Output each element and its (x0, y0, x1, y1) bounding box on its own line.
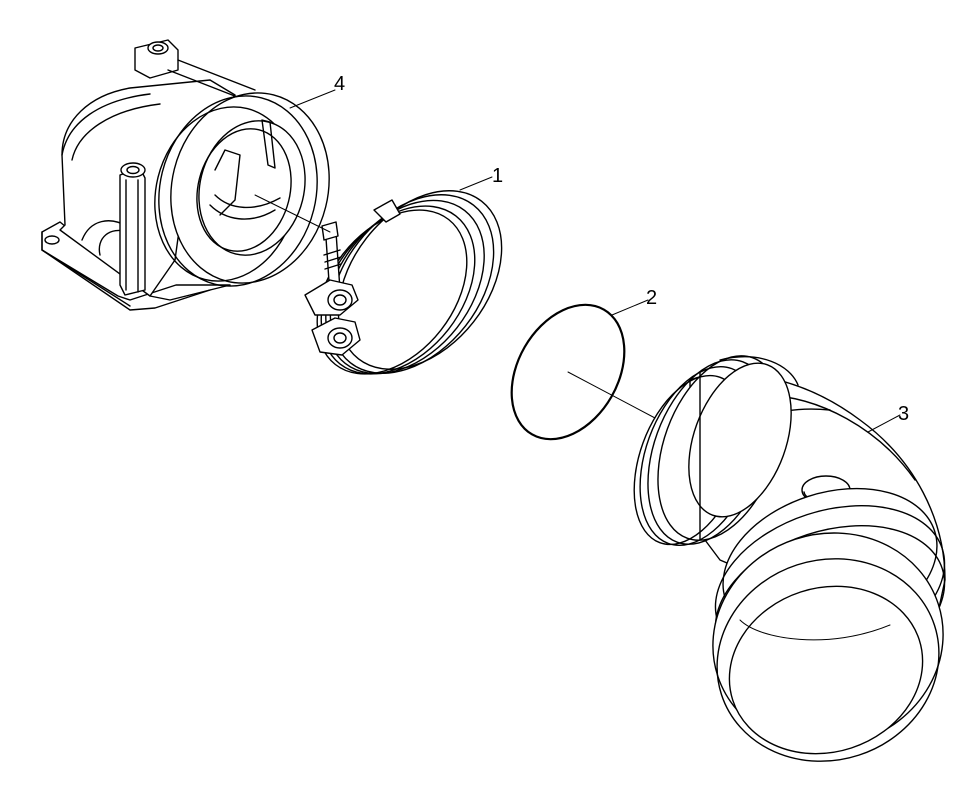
callout-4: 4 (334, 73, 345, 95)
part-4-housing (41, 39, 330, 311)
leader-line-2b (567, 371, 656, 419)
leader-line-2 (611, 299, 649, 316)
part-1-v-band-clamp (304, 190, 503, 375)
leader-line-4b (254, 194, 331, 233)
leader-line-4 (289, 89, 336, 109)
callout-3: 3 (898, 403, 909, 425)
leader-lines (254, 89, 901, 433)
part-3-elbow (633, 355, 946, 762)
part-2-gasket (510, 303, 626, 441)
leader-line-1 (459, 176, 493, 191)
callout-2: 2 (646, 287, 657, 309)
callout-1: 1 (492, 165, 503, 187)
leader-line-3 (867, 414, 901, 433)
